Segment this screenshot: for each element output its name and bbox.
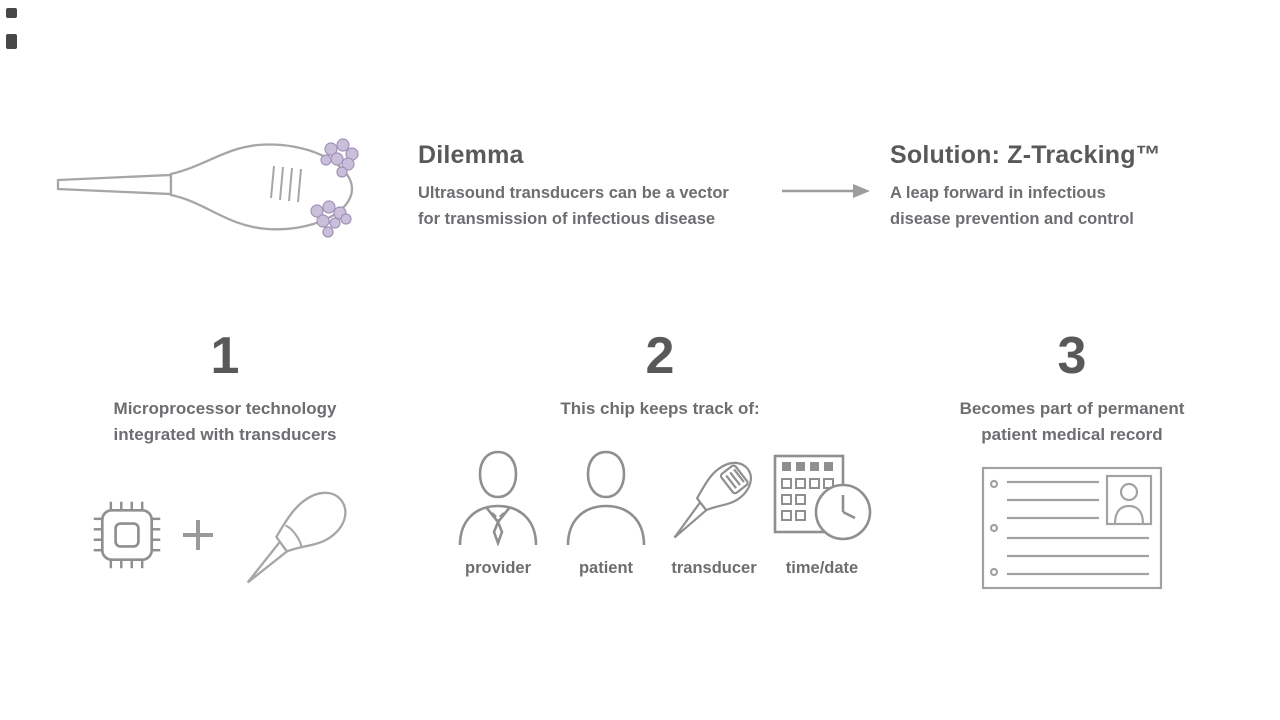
track-label-provider: provider xyxy=(464,559,532,578)
step-1-number: 1 xyxy=(210,327,240,385)
provider-icon xyxy=(456,442,540,547)
corner-mark xyxy=(6,8,17,18)
dilemma-body: Ultrasound transducers can be a vector f… xyxy=(418,184,729,228)
track-item-provider: provider xyxy=(446,442,550,578)
track-label-patient: patient xyxy=(578,559,634,578)
step-2: 2 This chip keeps track of: provider xyxy=(440,330,880,578)
transducer-icon xyxy=(664,442,764,546)
step-3-icons xyxy=(898,466,1246,595)
tracked-items-row: provider patient xyxy=(440,442,880,578)
microchip-icon xyxy=(89,497,165,573)
ultrasound-transducer-icon xyxy=(56,138,359,238)
solution-body: A leap forward in infectious disease pre… xyxy=(890,184,1134,228)
germ-cluster-icon xyxy=(310,138,359,238)
track-label-time-date: time/date xyxy=(785,559,859,578)
step-1-icons xyxy=(58,463,392,608)
calendar-clock-icon xyxy=(771,442,873,546)
dilemma-title: Dilemma xyxy=(418,141,524,169)
step-1: 1 Microprocessor technology integrated w… xyxy=(58,330,392,608)
step-2-caption: This chip keeps track of: xyxy=(560,399,760,418)
solution-title: Solution: Z-Tracking™ xyxy=(890,141,1161,169)
contaminated-transducer-illustration xyxy=(55,132,360,245)
plus-icon xyxy=(181,518,215,552)
dilemma-section: Dilemma Ultrasound transducers can be a … xyxy=(418,141,788,232)
track-item-patient: patient xyxy=(554,442,658,578)
track-item-time-date: time/date xyxy=(770,442,874,578)
patient-icon xyxy=(564,442,648,546)
step-3-number: 3 xyxy=(1057,327,1087,385)
step-3-caption: Becomes part of permanent patient medica… xyxy=(959,399,1185,445)
right-arrow-icon xyxy=(782,182,872,205)
step-2-number: 2 xyxy=(645,327,675,385)
transducer-icon xyxy=(231,465,361,605)
solution-section: Solution: Z-Tracking™ A leap forward in … xyxy=(890,141,1202,232)
medical-record-icon xyxy=(981,466,1163,595)
track-item-transducer: transducer xyxy=(662,442,766,578)
step-1-caption: Microprocessor technology integrated wit… xyxy=(113,399,337,445)
track-label-transducer: transducer xyxy=(671,559,757,578)
corner-mark xyxy=(6,34,17,49)
step-3: 3 Becomes part of permanent patient medi… xyxy=(898,330,1246,595)
